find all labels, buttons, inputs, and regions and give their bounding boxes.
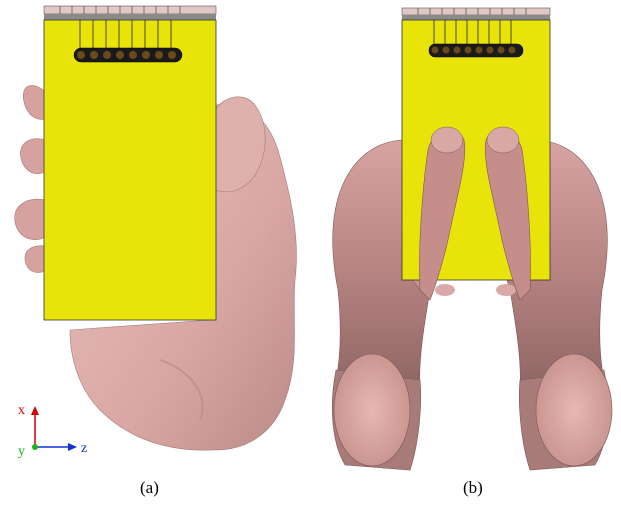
axis-y-label: y bbox=[18, 444, 25, 459]
axis-x-label: x bbox=[18, 403, 25, 418]
caption-panel-a: (a) bbox=[140, 478, 159, 497]
right-hand-icon bbox=[14, 85, 297, 451]
coordinate-axes-icon: x y z bbox=[18, 403, 87, 459]
caption-panel-b: (b) bbox=[463, 478, 483, 497]
axis-z-label: z bbox=[81, 441, 87, 456]
thumbs-overlay bbox=[419, 126, 531, 301]
panel-b bbox=[331, 7, 613, 471]
pcb-board bbox=[43, 5, 217, 321]
panel-a: x y z bbox=[14, 5, 297, 459]
